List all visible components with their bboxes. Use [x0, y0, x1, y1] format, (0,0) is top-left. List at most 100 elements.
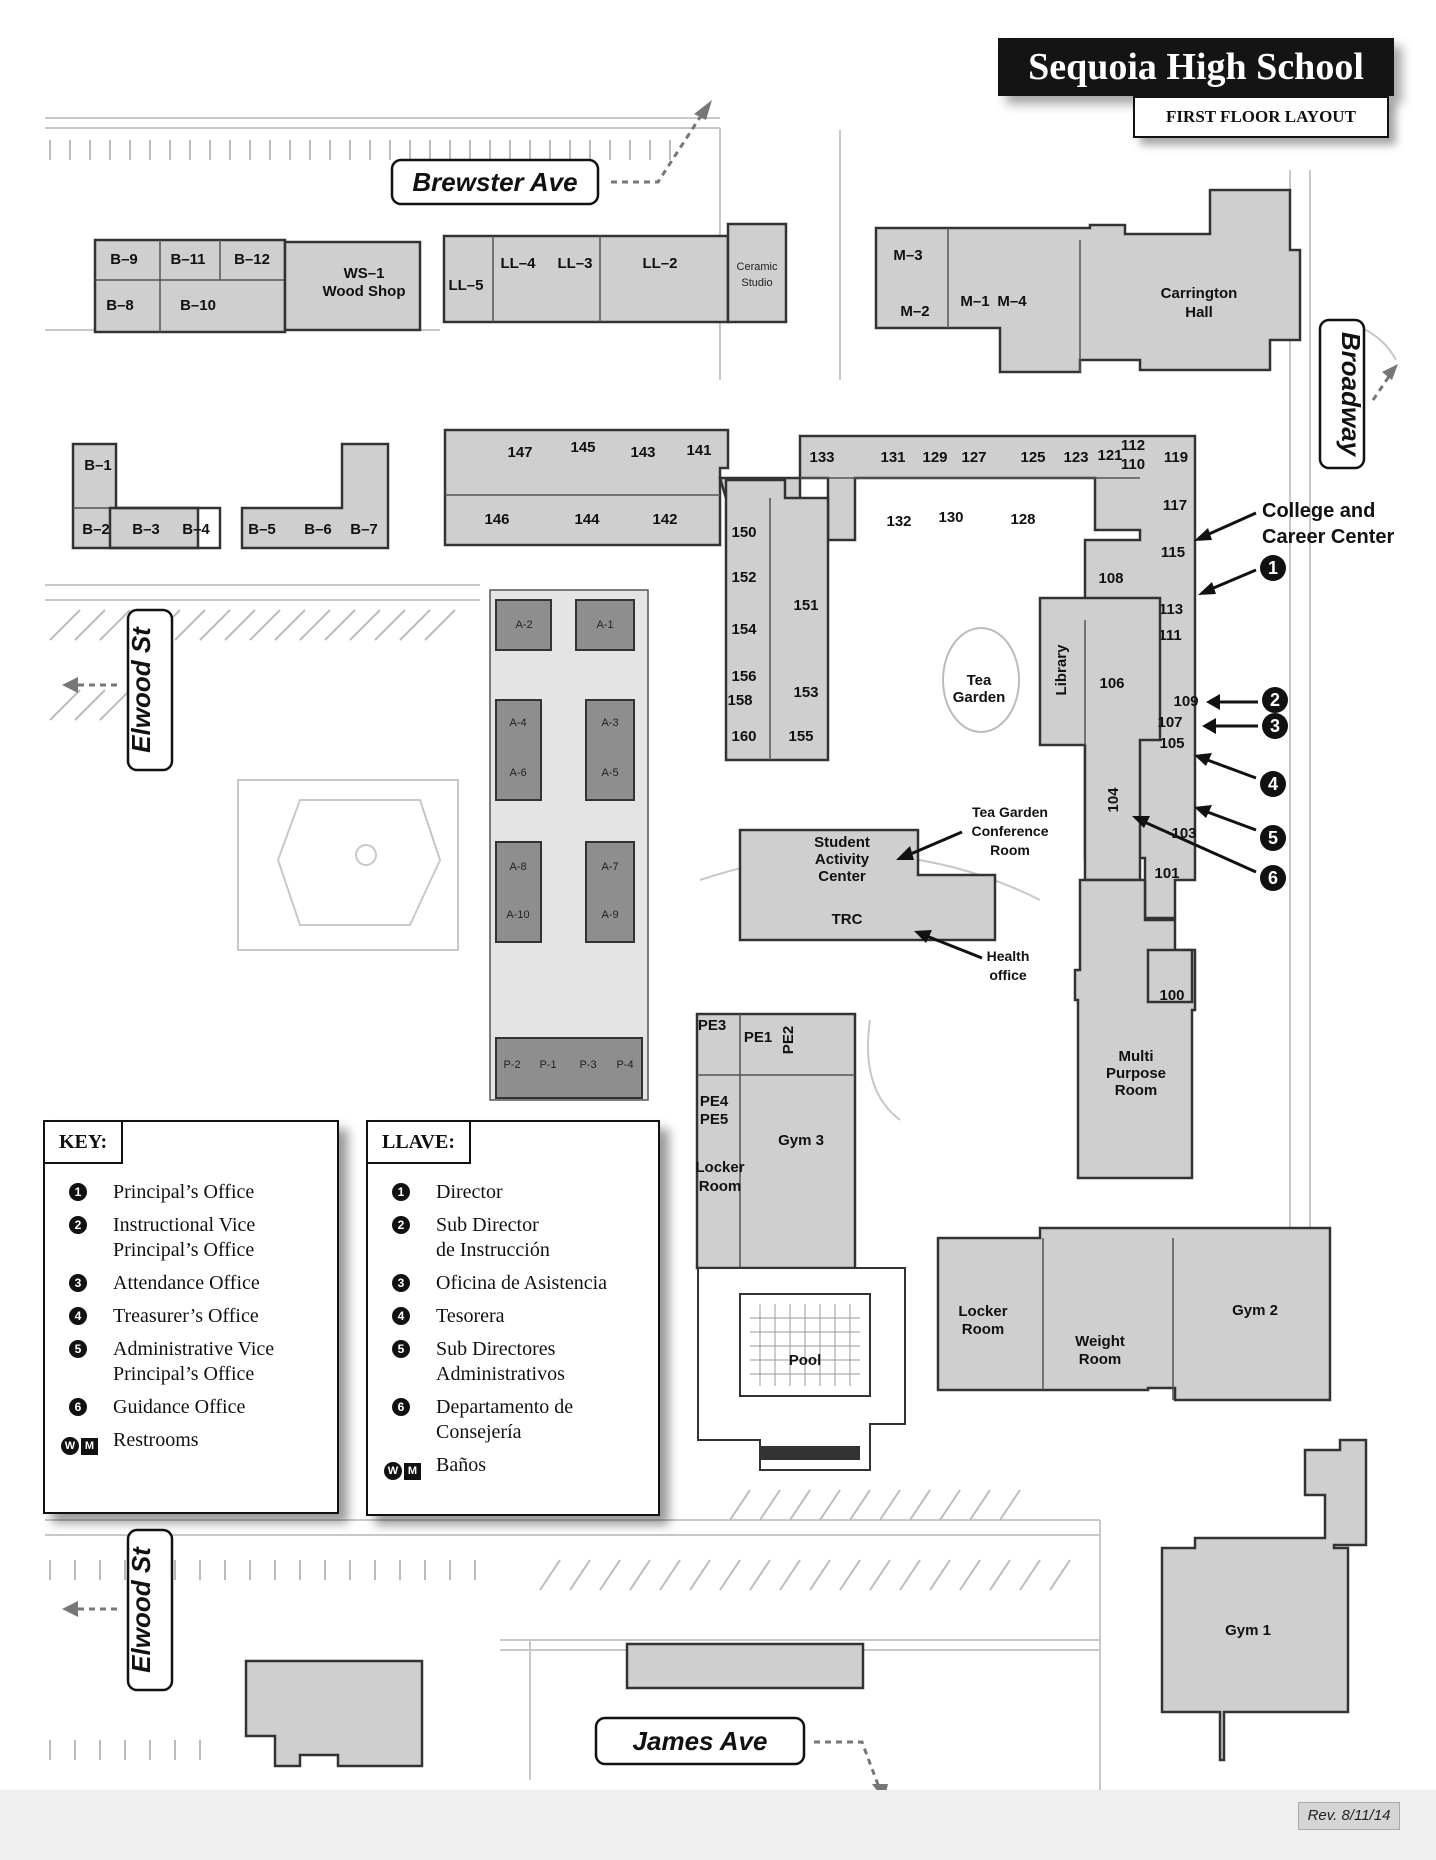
svg-text:5: 5	[1268, 828, 1278, 848]
room-141: 141	[686, 442, 711, 459]
map-subtitle-banner: FIRST FLOOR LAYOUT	[1133, 96, 1389, 138]
room-p1: P-1	[539, 1059, 556, 1071]
callout-numbers: 1 2 3 4 5 6	[1132, 555, 1288, 891]
room-ll2: LL–2	[642, 255, 677, 272]
room-128: 128	[1010, 511, 1035, 528]
room-143: 143	[630, 444, 655, 461]
college-career-label-1: College and	[1262, 500, 1375, 522]
room-160: 160	[731, 728, 756, 745]
callout-3-marker	[1262, 713, 1288, 739]
room-131: 131	[880, 449, 905, 466]
building-a-p-wing: A-2 A-1 A-4 A-3 A-6 A-5 A-8 A-7 A-10 A-9…	[489, 589, 649, 1101]
number-1-icon: 1	[392, 1183, 410, 1201]
room-b12: B–12	[234, 251, 270, 268]
number-6-icon: 6	[69, 1398, 87, 1416]
number-6-icon: 6	[392, 1398, 410, 1416]
bottom-strip	[0, 1790, 1436, 1860]
carrington-label-1: Carrington	[1161, 285, 1238, 302]
legend-llave-item-6: 6 Departamento de Consejería	[368, 1395, 658, 1445]
street-sign-brewster: Brewster Ave	[390, 100, 712, 206]
gym3-label: Gym 3	[778, 1132, 824, 1149]
room-b1: B–1	[84, 457, 112, 474]
callout-1-marker	[1260, 555, 1286, 581]
room-a5: A-5	[601, 767, 618, 779]
legend-key-item-6: 6 Guidance Office	[45, 1395, 337, 1420]
room-119: 119	[1164, 449, 1188, 466]
room-153: 153	[793, 684, 818, 701]
legend-key-restrooms-text: Restrooms	[113, 1429, 199, 1451]
room-m1: M–1	[960, 293, 989, 310]
legend-llave-item-5-text-1: Sub Directores	[436, 1338, 556, 1360]
gym1-label: Gym 1	[1225, 1622, 1271, 1639]
tea-conference-label-2: Conference	[971, 823, 1048, 839]
map-title-banner: Sequoia High School	[998, 38, 1394, 96]
room-100: 100	[1159, 987, 1184, 1004]
legend-key-item-2-text-1: Instructional Vice	[113, 1214, 256, 1236]
callout-6-marker	[1260, 865, 1286, 891]
room-147: 147	[507, 444, 532, 461]
room-b10: B–10	[180, 297, 216, 314]
room-ll3: LL–3	[557, 255, 592, 272]
room-152: 152	[731, 569, 756, 586]
gym2-label: Gym 2	[1232, 1302, 1278, 1319]
building-b-wing: B–9 B–11 B–12 B–8 B–10 WS–1 Wood Shop	[93, 238, 422, 334]
legend-llave-heading: LLAVE:	[368, 1122, 471, 1164]
street-sign-elwood-top: Elwood St	[62, 608, 174, 772]
number-5-icon: 5	[69, 1340, 87, 1358]
room-a2: A-2	[515, 619, 532, 631]
student-activity-label-3: Center	[818, 868, 866, 885]
room-142: 142	[652, 511, 677, 528]
room-b5: B–5	[248, 521, 276, 538]
map-title: Sequoia High School	[1028, 46, 1364, 88]
room-109: 109	[1173, 693, 1198, 710]
svg-text:4: 4	[1268, 774, 1278, 794]
revision-label: Rev. 8/11/14	[1298, 1802, 1400, 1830]
room-m3: M–3	[893, 247, 922, 264]
room-pe1: PE1	[744, 1029, 772, 1046]
room-121: 121	[1097, 447, 1122, 464]
mens-restroom-icon: M	[81, 1438, 98, 1455]
pool-label: Pool	[789, 1352, 822, 1369]
callout-tea-conference: Tea Garden Conference Room	[896, 804, 1049, 860]
street-sign-james: James Ave	[594, 1716, 888, 1800]
weight-room-label-2: Room	[1079, 1351, 1122, 1368]
room-105: 105	[1159, 735, 1184, 752]
room-a1: A-1	[596, 619, 613, 631]
legend-key: KEY: 1 Principal’s Office 2 Instructiona…	[43, 1120, 339, 1514]
room-b4: B–4	[182, 521, 210, 538]
room-b7: B–7	[350, 521, 378, 538]
callout-health-office: Health office	[914, 930, 1029, 983]
street-sign-broadway: Broadway	[1318, 318, 1398, 470]
legend-key-item-3: 3 Attendance Office	[45, 1271, 337, 1296]
room-132: 132	[886, 513, 911, 530]
number-3-icon: 3	[392, 1274, 410, 1292]
legend-key-item-2: 2 Instructional Vice Principal’s Office	[45, 1213, 337, 1263]
legend-key-item-1-text: Principal’s Office	[113, 1181, 255, 1203]
legend-llave-item-6-text-2: Consejería	[436, 1421, 522, 1443]
building-gym1: Gym 1	[1160, 1438, 1368, 1762]
locker-room-2-label-2: Room	[962, 1321, 1005, 1338]
room-156: 156	[731, 668, 756, 685]
building-b-small: B–1 B–2 B–3 B–4 B–5 B–6 B–7	[71, 442, 390, 550]
locker-room-label-2: Room	[699, 1178, 742, 1195]
legend-key-item-5-text-2: Principal’s Office	[113, 1363, 255, 1385]
legend-key-item-5-text-1: Administrative Vice	[113, 1338, 275, 1360]
room-115: 115	[1161, 544, 1185, 561]
student-activity-label-2: Activity	[815, 851, 870, 868]
street-sign-elwood-bottom: Elwood St	[62, 1528, 174, 1692]
room-ws1: WS–1	[344, 265, 385, 282]
parking-stalls	[49, 140, 1071, 1760]
locker-room-label-1: Locker	[695, 1159, 744, 1176]
room-pe2: PE2	[780, 1026, 797, 1054]
room-b11: B–11	[170, 251, 205, 268]
map-subtitle: FIRST FLOOR LAYOUT	[1166, 107, 1356, 126]
room-pe5: PE5	[700, 1111, 728, 1128]
room-127: 127	[961, 449, 986, 466]
multi-purpose-label-2: Purpose	[1106, 1065, 1166, 1082]
room-ll5: LL–5	[448, 277, 483, 294]
building-ll-wing: LL–4 LL–3 LL–2 LL–5 Ceramic Studio	[442, 222, 788, 324]
legend-llave-item-1-text: Director	[436, 1181, 503, 1203]
library-label: Library	[1053, 644, 1070, 696]
weight-room-label-1: Weight	[1075, 1333, 1125, 1350]
legend-llave-item-2: 2 Sub Director de Instrucción	[368, 1213, 658, 1263]
